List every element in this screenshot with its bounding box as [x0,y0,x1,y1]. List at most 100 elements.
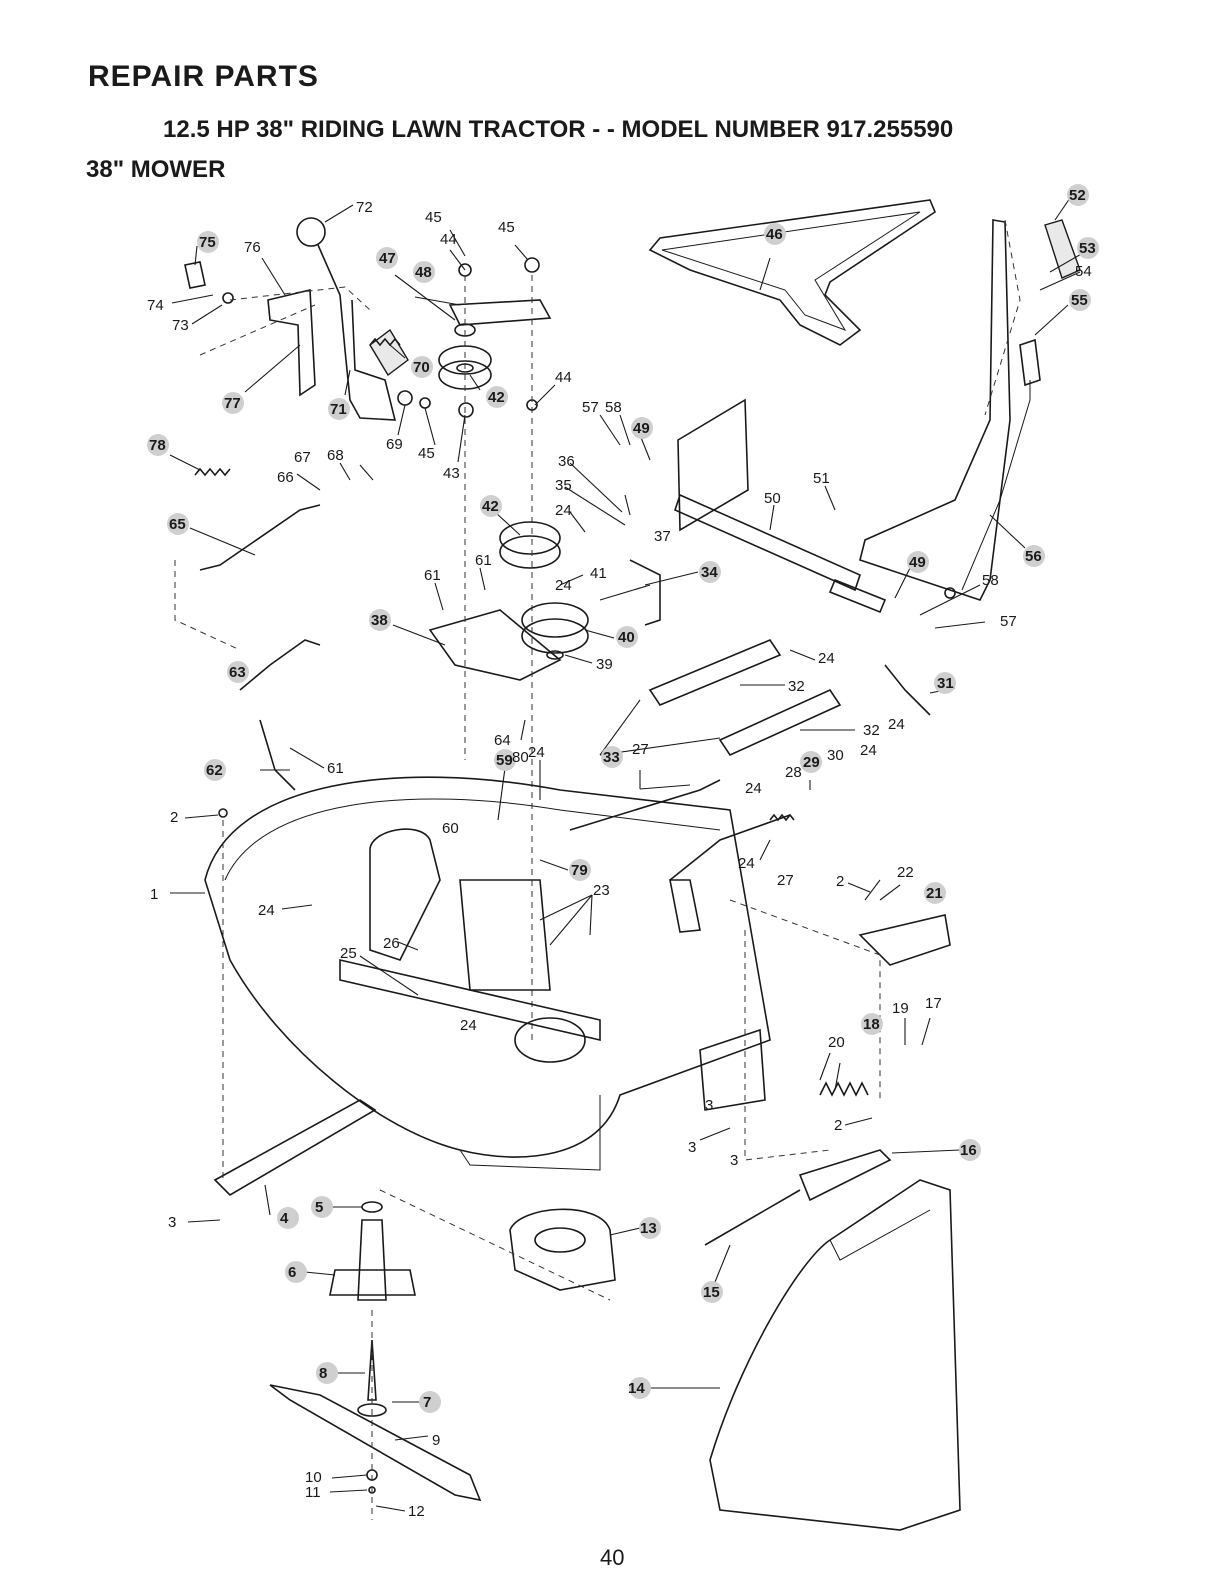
callout-2: 2 [836,873,844,890]
callout-16: 16 [960,1142,977,1159]
drive-belt [648,199,936,346]
callout-76: 76 [244,239,261,256]
callout-71: 71 [330,401,347,418]
callout-3: 3 [730,1152,738,1169]
callout-38: 38 [371,612,388,629]
callout-23: 23 [593,882,610,899]
baffle [509,1208,616,1291]
callout-10: 10 [305,1469,322,1486]
callout-3: 3 [705,1097,713,1114]
callout-21: 21 [926,885,943,902]
callout-33: 33 [603,749,620,766]
callout-24: 24 [555,577,572,594]
callout-64: 64 [494,732,511,749]
callout-18: 18 [863,1016,880,1033]
callout-66: 66 [277,469,294,486]
callout-39: 39 [596,656,613,673]
callout-63: 63 [229,664,246,681]
callout-61: 61 [424,567,441,584]
callout-54: 54 [1075,263,1092,280]
callout-29: 29 [803,754,820,771]
callout-24: 24 [528,744,545,761]
callout-49: 49 [633,420,650,437]
callout-24: 24 [460,1017,477,1034]
callout-22: 22 [897,864,914,881]
callout-42: 42 [488,389,505,406]
callout-31: 31 [937,675,954,692]
callout-4: 4 [280,1210,289,1227]
callout-20: 20 [828,1034,845,1051]
callout-51: 51 [813,470,830,487]
handle-grip-and-spring [944,219,1081,599]
callout-53: 53 [1079,240,1096,257]
callout-73: 73 [172,317,189,334]
callout-58: 58 [605,399,622,416]
callout-19: 19 [892,1000,909,1017]
callout-78: 78 [149,437,166,454]
callout-25: 25 [340,945,357,962]
callout-32: 32 [788,678,805,695]
springs [194,337,869,1097]
callout-55: 55 [1071,292,1088,309]
mower-deck [204,776,771,1171]
callout-34: 34 [701,564,718,581]
callout-67: 67 [294,449,311,466]
brackets-and-rods [213,914,951,1246]
callout-27: 27 [777,872,794,889]
callout-61: 61 [475,552,492,569]
callout-24: 24 [888,716,905,733]
callout-24: 24 [745,780,762,797]
callout-42: 42 [482,498,499,515]
callout-9: 9 [432,1432,440,1449]
callout-47: 47 [379,250,396,267]
callout-7: 7 [423,1394,431,1411]
callout-50: 50 [764,490,781,507]
callout-49: 49 [909,554,926,571]
callout-48: 48 [415,264,432,281]
callout-35: 35 [555,477,572,494]
callout-61: 61 [327,760,344,777]
callout-2: 2 [170,809,178,826]
callout-12: 12 [408,1503,425,1520]
callout-72: 72 [356,199,373,216]
section-title: 38" MOWER [86,156,226,183]
callout-24: 24 [860,742,877,759]
page-title: REPAIR PARTS [88,60,319,93]
linkage-rods [199,504,931,933]
callout-41: 41 [590,565,607,582]
callout-70: 70 [413,359,430,376]
callout-3: 3 [168,1214,176,1231]
callout-3: 3 [688,1139,696,1156]
callout-44: 44 [555,369,572,386]
callout-56: 56 [1025,548,1042,565]
callout-57: 57 [582,399,599,416]
callout-52: 52 [1069,187,1086,204]
callout-24: 24 [258,902,275,919]
callout-27: 27 [632,741,649,758]
callout-46: 46 [766,226,783,243]
callout-14: 14 [628,1380,645,1397]
discharge-deflector [709,1179,961,1531]
callout-17: 17 [925,995,942,1012]
callout-24: 24 [738,855,755,872]
callout-30: 30 [827,747,844,764]
callout-77: 77 [224,395,241,412]
idler-pulleys [428,257,589,1040]
callout-59: 59 [496,752,513,769]
callout-74: 74 [147,297,164,314]
callout-40: 40 [618,629,635,646]
callout-37: 37 [654,528,671,545]
callout-79: 79 [571,862,588,879]
callout-45: 45 [425,209,442,226]
lift-handle-assembly [674,219,1011,614]
callout-26: 26 [383,935,400,952]
callout-28: 28 [785,764,802,781]
callout-5: 5 [315,1199,323,1216]
highlight-marks [147,184,1099,1413]
callout-69: 69 [386,436,403,453]
callout-65: 65 [169,516,186,533]
callout-15: 15 [703,1284,720,1301]
callout-60: 60 [442,820,459,837]
page-number: 40 [600,1545,625,1570]
